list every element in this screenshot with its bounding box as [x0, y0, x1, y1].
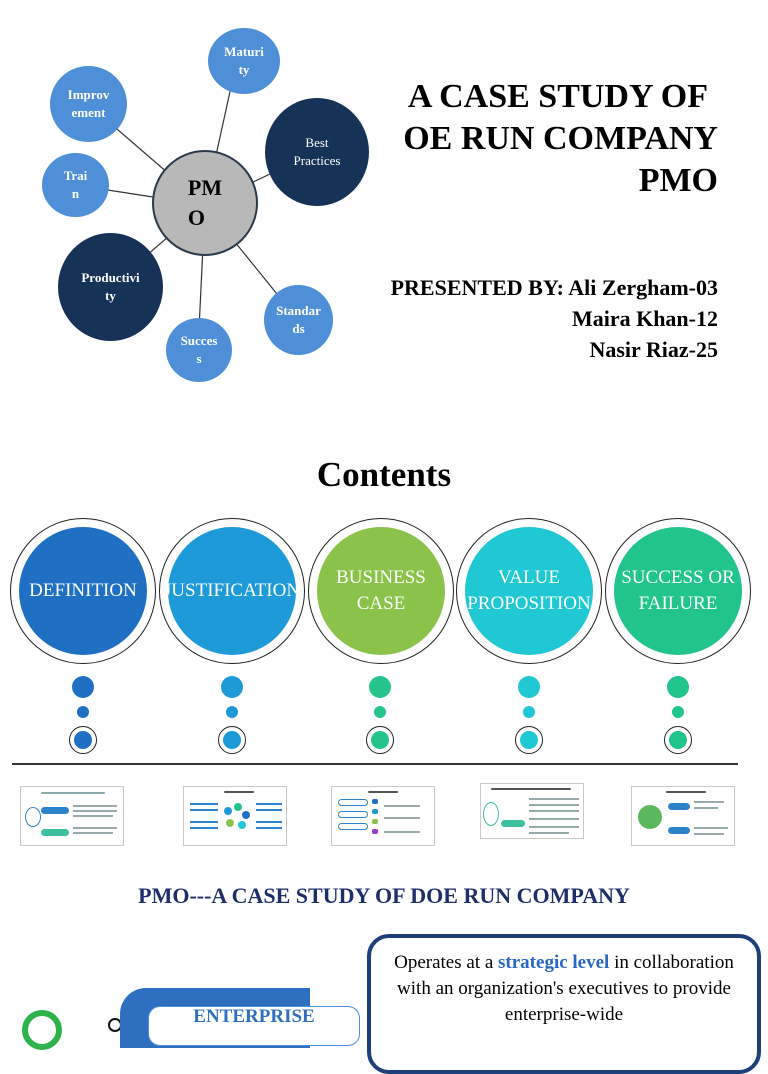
timeline-dot — [221, 676, 243, 698]
contents-title: Contents — [316, 455, 452, 494]
timeline-dot — [369, 676, 391, 698]
contents-item-justification: JUSTIFICATION — [159, 518, 305, 664]
timeline-dot — [672, 706, 684, 718]
contents-item-definition: DEFINITION — [10, 518, 156, 664]
case-study-title: PMO---A CASE STUDY OF DOE RUN COMPANY — [138, 883, 630, 908]
timeline-dot — [667, 676, 689, 698]
timeline-ring — [69, 726, 97, 754]
timeline-dot — [226, 706, 238, 718]
slide-thumbnail-4[interactable] — [480, 783, 584, 839]
slide-title-heading: A CASE STUDY OF OE RUN COMPANY PMO — [403, 78, 718, 199]
green-circle-icon — [22, 1010, 62, 1050]
slide-thumbnail-1[interactable] — [20, 786, 124, 846]
timeline-dot — [518, 676, 540, 698]
presenters: PRESENTED BY: Ali Zergham-03 Maira Khan-… — [390, 275, 718, 362]
enterprise-label: ENTERPRISE — [148, 1006, 360, 1046]
timeline-ring — [366, 726, 394, 754]
timeline-ring — [515, 726, 543, 754]
timeline-dot — [72, 676, 94, 698]
slide-thumbnail-2[interactable] — [183, 786, 287, 846]
contents-disc: DEFINITION — [19, 527, 147, 655]
timeline-dot — [374, 706, 386, 718]
timeline-ring — [218, 726, 246, 754]
timeline-ring — [664, 726, 692, 754]
divider-line — [12, 763, 738, 765]
timeline-dot — [523, 706, 535, 718]
slide-thumbnail-5[interactable] — [631, 786, 735, 846]
slide-thumbnail-3[interactable] — [331, 786, 435, 846]
timeline-dot — [77, 706, 89, 718]
contents-disc: JUSTIFICATION — [168, 527, 296, 655]
strategic-level-callout: Operates at a strategic level in collabo… — [367, 934, 761, 1074]
